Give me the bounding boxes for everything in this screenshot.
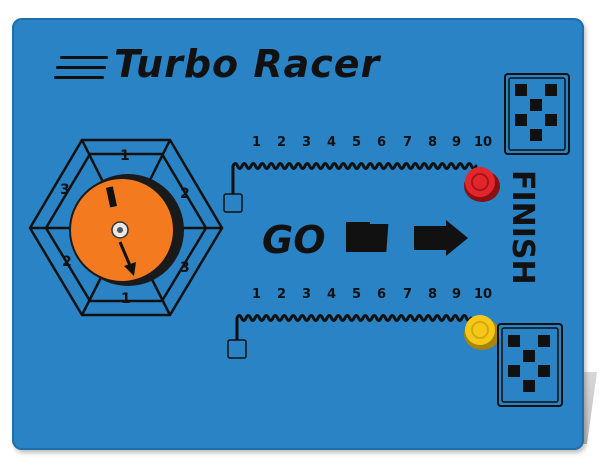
top-track-number: 10 (474, 135, 492, 150)
bottom-track-start-box (227, 339, 247, 359)
bottom-track-number: 5 (352, 287, 361, 302)
top-track-rope (231, 162, 478, 196)
finish-label: FINISH (505, 170, 540, 285)
bottom-track-rope (235, 314, 473, 342)
bottom-track-number: 9 (452, 287, 461, 302)
game-title: Turbo Racer (114, 42, 381, 86)
yellow-racer-marker[interactable] (464, 315, 500, 350)
top-track-start-box (223, 193, 243, 213)
go-arrow-icon (346, 220, 468, 256)
bottom-track-number: 6 (377, 287, 386, 302)
top-track-number: 1 (252, 135, 261, 150)
spinner-number-bottom: 1 (121, 291, 131, 307)
bottom-track-number: 4 (327, 287, 336, 302)
top-track-number: 7 (403, 135, 412, 150)
top-track-number: 2 (277, 135, 286, 150)
checkered-flag-icon (504, 73, 570, 155)
spinner-labels: 1 3 2 2 3 1 (60, 148, 190, 307)
top-track-number: 9 (452, 135, 461, 150)
spinner-arrow-icon (105, 186, 136, 276)
bottom-track-number: 1 (252, 287, 261, 302)
go-label: GO (262, 218, 326, 262)
top-track-numbers: 1 2 3 4 5 6 7 8 9 10 (252, 135, 492, 150)
bottom-track-number: 8 (428, 287, 437, 302)
spinner-number-upper-left: 3 (60, 182, 70, 198)
spinner-number-lower-left: 2 (62, 254, 72, 270)
bottom-track-number: 10 (474, 287, 492, 302)
red-racer-marker[interactable] (464, 167, 500, 202)
bottom-track-number: 2 (277, 287, 286, 302)
bottom-track-number: 7 (403, 287, 412, 302)
bottom-track-numbers: 1 2 3 4 5 6 7 8 9 10 (252, 287, 492, 302)
checkered-flag-icon (497, 323, 563, 407)
spinner-number-upper-right: 2 (180, 186, 190, 202)
top-track-number: 4 (327, 135, 336, 150)
top-track-number: 8 (428, 135, 437, 150)
spinner-wheel[interactable] (69, 174, 184, 286)
bottom-track-number: 3 (302, 287, 311, 302)
spinner-number-top: 1 (120, 148, 130, 164)
top-track-number: 6 (377, 135, 386, 150)
top-track-number: 5 (352, 135, 361, 150)
spinner-number-lower-right: 3 (180, 260, 190, 276)
top-track-number: 3 (302, 135, 311, 150)
